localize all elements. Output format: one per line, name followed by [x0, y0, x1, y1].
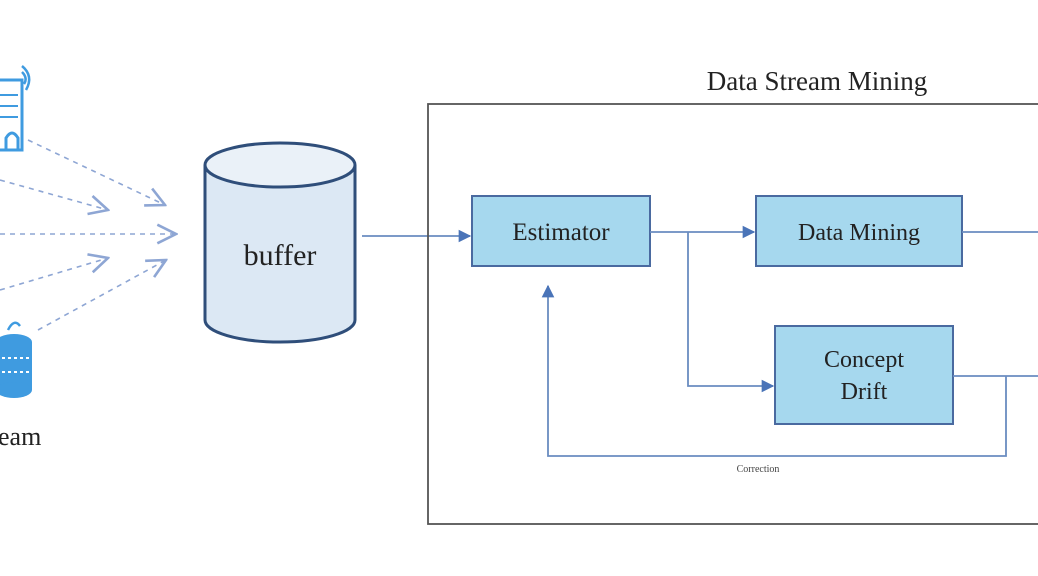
estimator-to-concept-drift-arrow [687, 232, 775, 393]
database-icon [0, 321, 32, 398]
correction-label: Correction [737, 464, 780, 475]
buffer-label: buffer [244, 239, 317, 272]
concept-drift-label-line2: Drift [841, 379, 888, 405]
estimator-label: Estimator [512, 219, 610, 246]
estimator-box [471, 195, 651, 267]
correction-feedback-arrow [541, 284, 1007, 457]
concept-drift-box [774, 325, 954, 425]
data-mining-box [755, 195, 963, 267]
buffer-cylinder [203, 141, 357, 344]
building-icon [0, 65, 31, 152]
diagram-title: Data Stream Mining [707, 66, 927, 96]
data-stream-mining-frame [427, 103, 1038, 525]
dashed-input-arrows [0, 139, 176, 331]
data-mining-label: Data Mining [798, 220, 920, 246]
concept-drift-label-line1: Concept [824, 347, 904, 373]
source-label: eam [0, 422, 41, 451]
